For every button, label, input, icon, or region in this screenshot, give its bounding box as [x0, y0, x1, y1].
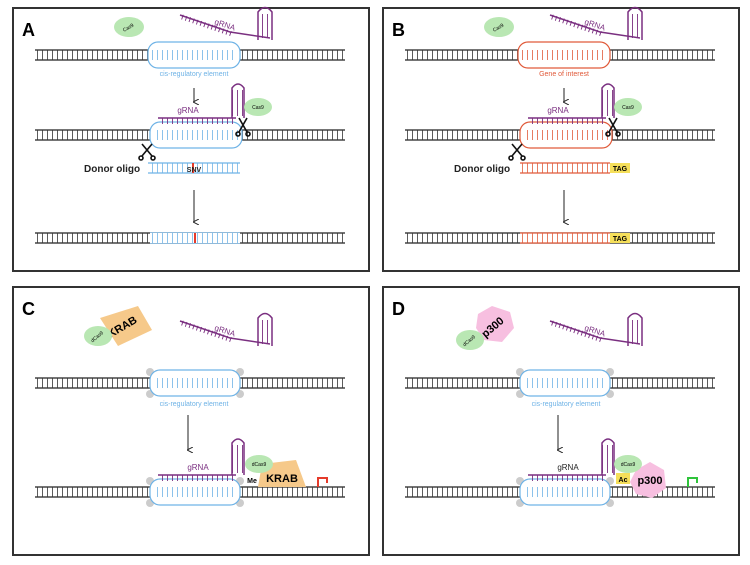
tag-label: TAG — [613, 166, 628, 173]
p300-label: p300 — [637, 475, 662, 487]
scissors-icon — [605, 117, 621, 137]
tag-label: TAG — [613, 236, 628, 243]
cas9-protein — [244, 98, 272, 116]
tag-block — [610, 163, 630, 173]
krab-domain — [100, 306, 152, 346]
grna-molecule — [179, 6, 273, 40]
scissors-icon — [508, 143, 526, 161]
dna-strand — [35, 232, 345, 244]
element-label: cis-regulatory element — [532, 401, 601, 408]
dcas9-label: dCas9 — [621, 462, 636, 468]
element-label: Gene of interest — [539, 71, 589, 78]
cas9-protein — [484, 17, 514, 37]
dna-strand — [405, 232, 715, 244]
grna-molecule — [549, 312, 643, 346]
dcas9-protein — [614, 455, 642, 473]
panel-c: C KRAB dCas9 gRNA cis-regulatory element — [12, 286, 370, 556]
cas9-label: Cas9 — [492, 23, 505, 34]
element-label: cis-regulatory element — [160, 71, 229, 78]
grna-label: gRNA — [177, 106, 199, 115]
dcas9-label: dCas9 — [252, 462, 267, 468]
donor-oligo-label: Donor oligo — [84, 164, 140, 175]
dcas9-protein — [456, 330, 484, 350]
panel-d-letter: D — [392, 299, 405, 319]
cas9-protein — [614, 98, 642, 116]
element-label: cis-regulatory element — [160, 401, 229, 408]
grna-label: gRNA — [187, 463, 209, 472]
panel-c-frame — [12, 286, 370, 556]
grna-molecule — [158, 438, 245, 481]
cas9-label: Cas9 — [622, 105, 634, 111]
panel-a: A Cas9 gRNA cis-regulatory element — [12, 6, 370, 272]
acetylation-block — [616, 473, 630, 484]
panel-c-letter: C — [22, 299, 35, 319]
p300-domain — [630, 462, 666, 498]
grna-molecule — [549, 6, 643, 40]
krab-label: KRAB — [266, 473, 298, 485]
dcas9-protein — [245, 455, 273, 473]
grna-label: gRNA — [547, 106, 569, 115]
cas9-label: Cas9 — [252, 105, 264, 111]
grna-molecule — [528, 438, 615, 481]
grna-label: gRNA — [557, 463, 579, 472]
methylation-mark: Me — [247, 478, 257, 485]
panel-b-letter: B — [392, 20, 405, 40]
cas9-protein — [114, 17, 144, 37]
grna-molecule — [158, 83, 245, 124]
panel-b: B Cas9 gRNA Gene of interest — [382, 6, 740, 272]
repressed-promoter-icon — [317, 477, 328, 487]
grna-molecule — [179, 312, 273, 346]
cas9-label: Cas9 — [122, 23, 135, 34]
scissors-icon — [138, 143, 156, 161]
snv-label: SNV — [187, 167, 202, 174]
donor-oligo — [520, 162, 610, 174]
grna-molecule — [528, 83, 615, 124]
tag-block — [610, 233, 630, 243]
p300-domain — [476, 306, 514, 342]
donor-oligo-label: Donor oligo — [454, 164, 510, 175]
scissors-icon — [235, 117, 251, 137]
panel-a-letter: A — [22, 20, 35, 40]
panel-d: D p300 dCas9 gRNA cis-regulatory element — [382, 286, 740, 556]
active-promoter-icon — [687, 477, 698, 487]
acetylation-mark: Ac — [619, 477, 628, 484]
dcas9-protein — [84, 326, 112, 346]
panel-d-frame — [382, 286, 740, 556]
